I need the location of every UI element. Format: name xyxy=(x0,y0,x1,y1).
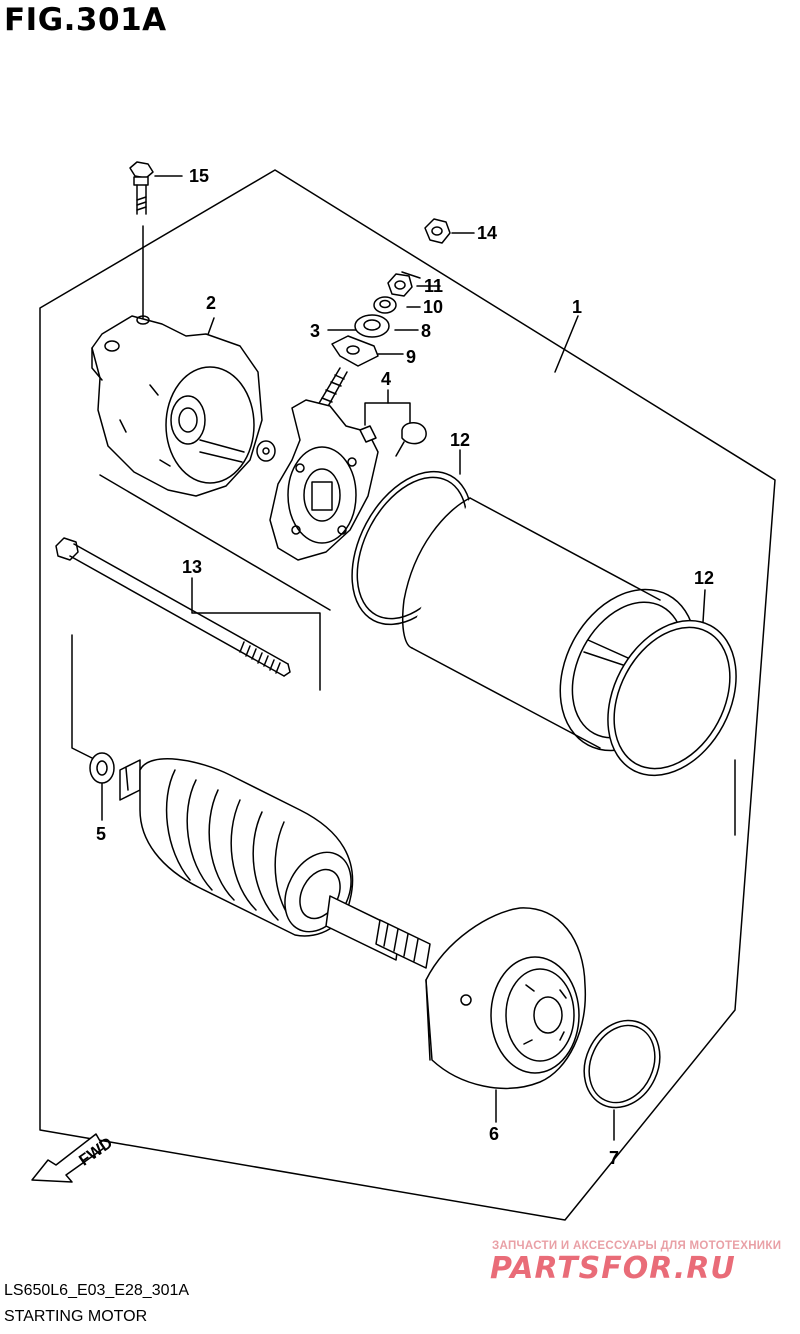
bolt-15 xyxy=(129,161,154,215)
part-label: 8 xyxy=(421,321,431,341)
watermark-tagline: ЗАПЧАСТИ И АКСЕССУАРЫ ДЛЯ МОТОТЕХНИКИ xyxy=(492,1240,782,1252)
assembly-box xyxy=(39,169,776,1221)
part-label: 12 xyxy=(450,430,470,450)
part-label: 1 xyxy=(572,297,582,317)
part-label: 14 xyxy=(477,223,497,243)
part-label: 9 xyxy=(406,347,416,367)
part-label: 5 xyxy=(96,824,106,844)
washer-5 xyxy=(89,752,115,784)
nut-11 xyxy=(387,273,413,297)
watermark-logo: PARTSFOR.RU xyxy=(490,1251,736,1286)
brush-spring-4 xyxy=(359,422,427,457)
nut-14 xyxy=(424,218,451,244)
front-housing-6 xyxy=(425,907,587,1090)
part-label: 2 xyxy=(206,293,216,313)
washer-small xyxy=(256,440,276,462)
terminal-plate-9 xyxy=(331,335,379,367)
figure-title: FIG.301A xyxy=(4,2,167,38)
brush-holder-3 xyxy=(269,367,379,561)
diagram-caption: STARTING MOTOR xyxy=(4,1308,148,1325)
part-label: 15 xyxy=(189,166,209,186)
diagram-code: LS650L6_E03_E28_301A xyxy=(4,1282,190,1299)
part-label: 3 xyxy=(310,321,320,341)
part-number-labels: 15 14 11 10 2 1 3 8 9 4 12 13 12 5 6 7 xyxy=(96,166,714,1168)
part-label: 10 xyxy=(423,297,443,317)
end-housing-2 xyxy=(91,315,263,497)
washer-8 xyxy=(354,314,390,338)
part-label: 11 xyxy=(424,276,443,296)
part-label: 13 xyxy=(182,557,202,577)
part-label: 6 xyxy=(489,1124,499,1144)
o-ring-7 xyxy=(583,1019,661,1109)
washer-10 xyxy=(373,296,397,314)
part-label: 12 xyxy=(694,568,714,588)
part-label: 7 xyxy=(609,1148,619,1168)
through-bolt-13 xyxy=(55,537,291,677)
armature xyxy=(119,758,431,969)
fwd-arrow-icon: FWD xyxy=(31,1133,116,1183)
part-label: 4 xyxy=(381,369,391,389)
o-ring-12-lower xyxy=(607,619,737,777)
